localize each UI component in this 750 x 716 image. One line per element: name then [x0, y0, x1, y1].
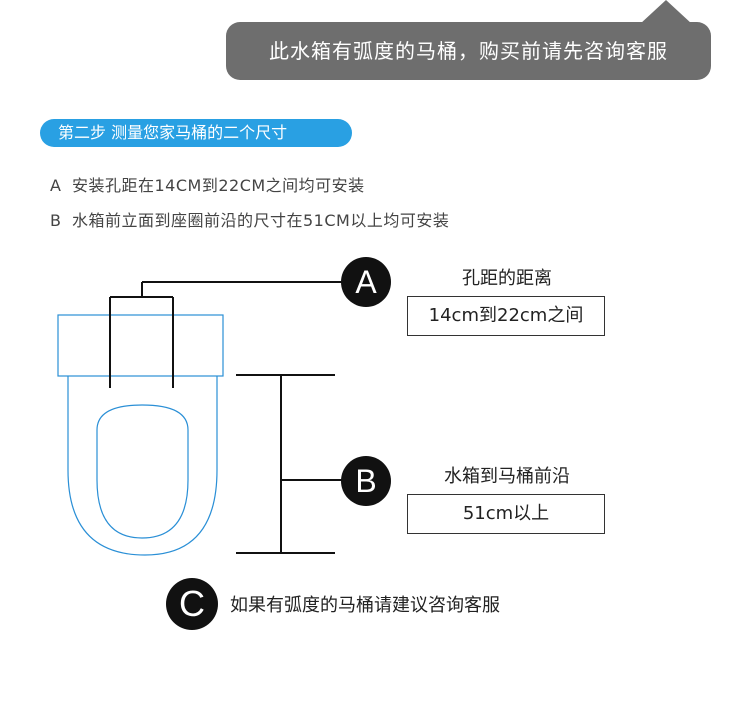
toilet-seat-opening	[96, 404, 189, 539]
requirement-a: A 安装孔距在14CM到22CM之间均可安装	[50, 172, 365, 196]
hole-distance-bracket	[109, 281, 342, 388]
marker-c-note: 如果有弧度的马桶请建议咨询客服	[230, 595, 500, 616]
requirement-b-text: 水箱前立面到座圈前沿的尺寸在51CM以上均可安装	[72, 211, 450, 230]
marker-a-value: 14cm到22cm之间	[428, 305, 584, 326]
toilet-bowl-outer	[67, 376, 218, 556]
step-title: 第二步 测量您家马桶的二个尺寸	[58, 123, 288, 142]
warning-banner: 此水箱有弧度的马桶，购买前请先咨询客服	[226, 22, 711, 80]
marker-c-letter: C	[179, 583, 205, 624]
marker-b-value: 51cm以上	[462, 503, 550, 524]
marker-b-value-box: 51cm以上	[407, 494, 605, 534]
marker-a-letter: A	[355, 264, 377, 300]
front-distance-bracket	[236, 374, 342, 554]
speech-bubble-tail	[640, 0, 692, 24]
requirement-b-letter: B	[50, 211, 62, 230]
requirement-a-text: 安装孔距在14CM到22CM之间均可安装	[72, 176, 365, 195]
warning-banner-text: 此水箱有弧度的马桶，购买前请先咨询客服	[269, 39, 668, 63]
marker-a-value-box: 14cm到22cm之间	[407, 296, 605, 336]
marker-a-circle: A	[341, 257, 391, 307]
marker-b-circle: B	[341, 456, 391, 506]
step-title-pill: 第二步 测量您家马桶的二个尺寸	[40, 119, 352, 147]
toilet-outline	[57, 314, 224, 556]
toilet-tank	[57, 314, 224, 377]
marker-b-letter: B	[355, 463, 377, 499]
marker-a-label: 孔距的距离	[462, 268, 552, 289]
marker-b-label: 水箱到马桶前沿	[444, 466, 570, 487]
requirement-b: B 水箱前立面到座圈前沿的尺寸在51CM以上均可安装	[50, 207, 449, 231]
requirement-a-letter: A	[50, 176, 62, 195]
marker-c-circle: C	[166, 578, 218, 630]
